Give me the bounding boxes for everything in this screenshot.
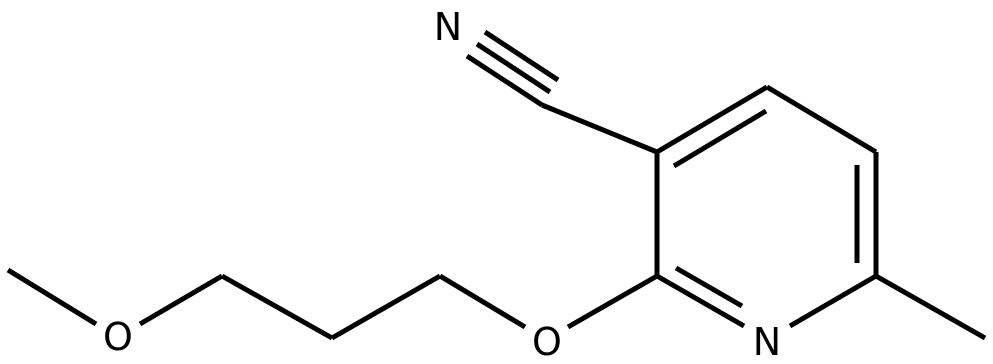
c2-to-ether-o-bond [566, 273, 659, 330]
ch2-to-methoxy-o-bond [138, 273, 224, 327]
ether-o-to-ch2-bond [438, 273, 527, 330]
ether-oxygen-label: O [532, 320, 562, 364]
ring-bond-n-c2 [655, 273, 746, 329]
ring-bond-c3-c4 [655, 84, 769, 155]
chain-bond-1 [330, 273, 442, 341]
chain-bond-2 [220, 273, 334, 341]
nitrile-triple-bond [465, 29, 560, 108]
ring-bond-c3-c4-inner [672, 108, 768, 169]
ring-bond-c4-c5 [765, 84, 878, 155]
ring-bond-n-c2-inner [674, 265, 744, 309]
methoxypropoxy-chain [6, 267, 659, 341]
nitrile-bond-2 [475, 41, 552, 95]
methoxy-o-to-ch3-bond [6, 267, 98, 327]
methoxy-oxygen-label: O [103, 315, 133, 359]
pyridine-ring [654, 84, 879, 329]
nitrile-bond-1 [465, 53, 544, 108]
ring-nitrogen-label: N [753, 320, 781, 364]
ring-to-nitrile-bond [541, 102, 658, 155]
nitrile-nitrogen-label: N [434, 5, 462, 49]
methyl-bond [874, 273, 987, 341]
nitrile-bond-3 [483, 29, 560, 83]
ring-bond-c6-n [788, 273, 878, 329]
